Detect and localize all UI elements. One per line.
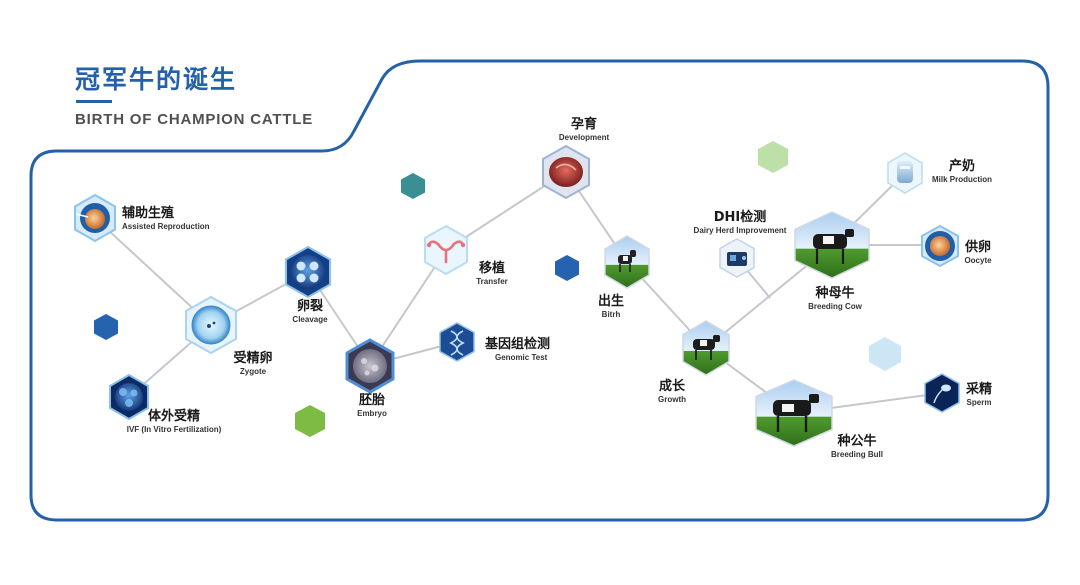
oocyte-icon: [925, 231, 955, 261]
label-en: Genomic Test: [495, 352, 548, 362]
node-oocyte[interactable]: [921, 224, 959, 268]
label-cn: 出生: [597, 294, 625, 309]
decor-hexagon: [758, 141, 788, 173]
label-en: Cleavage: [292, 314, 328, 324]
label-en: Oocyte: [964, 255, 992, 265]
label-cn: 辅助生殖: [122, 206, 175, 221]
label-oocyte: 供卵 Oocyte: [964, 240, 992, 265]
label-cn: 种母牛: [815, 286, 855, 301]
label-en: Milk Production: [932, 174, 992, 184]
label-en: Sperm: [966, 397, 992, 407]
label-development: 孕育 Development: [558, 117, 610, 142]
label-cn: 体外受精: [147, 409, 200, 424]
sperm-icon: [933, 384, 951, 404]
label-zygote: 受精卵 Zygote: [233, 351, 273, 376]
dna-icon: [449, 330, 465, 356]
label-en: Breeding Bull: [830, 449, 884, 459]
uterus-icon: [426, 240, 466, 264]
decor-hexagon: [94, 314, 118, 340]
milk-tank-icon: [897, 161, 913, 183]
label-en: Bitrh: [601, 309, 621, 319]
label-cn: 孕育: [570, 117, 598, 132]
label-assisted-reproduction: 辅助生殖 Assisted Reproduction: [122, 206, 210, 231]
node-breeding-cow[interactable]: [794, 211, 870, 279]
node-cleavage[interactable]: [285, 245, 331, 299]
label-dhi: DHI检测 Dairy Herd Improvement: [693, 210, 787, 235]
content-frame: [29, 59, 1050, 522]
label-birth: 出生 Bitrh: [597, 294, 625, 319]
label-breeding-bull: 种公牛 Breeding Bull: [830, 434, 884, 459]
node-growth[interactable]: [682, 320, 730, 376]
label-embryo: 胚胎 Embryo: [357, 393, 387, 418]
label-en: IVF (In Vitro Fertilization): [126, 424, 222, 434]
node-hex-frame: [924, 373, 960, 413]
node-ivf[interactable]: [109, 373, 149, 421]
label-cn: 移植: [478, 261, 506, 276]
label-en: Transfer: [476, 276, 508, 286]
label-en: Dairy Herd Improvement: [693, 225, 787, 235]
decor-hexagon: [295, 405, 325, 437]
node-zygote[interactable]: [185, 295, 237, 355]
label-cn: 采精: [965, 382, 993, 397]
title-underline: [76, 100, 112, 103]
label-genomic-test: 基因组检测 Genomic Test: [485, 337, 551, 362]
calf-icon: [618, 250, 636, 272]
label-cn: 种公牛: [837, 434, 877, 449]
label-sperm: 采精 Sperm: [965, 382, 993, 407]
page-title: 冠军牛的诞生: [75, 65, 238, 94]
cleavage-cells-icon: [291, 255, 325, 289]
placenta-icon: [549, 157, 583, 187]
node-dhi[interactable]: [719, 238, 755, 278]
node-breeding-bull[interactable]: [755, 379, 833, 447]
page-subtitle: BIRTH OF CHAMPION CATTLE: [75, 111, 314, 128]
node-development[interactable]: [542, 144, 590, 200]
label-ivf: 体外受精 IVF (In Vitro Fertilization): [126, 409, 222, 434]
node-assisted-reproduction[interactable]: [74, 193, 116, 243]
label-cn: DHI检测: [713, 210, 767, 225]
decor-hexagon: [869, 337, 901, 371]
label-en: Assisted Reproduction: [122, 221, 210, 231]
label-cn: 受精卵: [233, 351, 273, 366]
label-en: Breeding Cow: [808, 301, 862, 311]
label-cn: 成长: [658, 379, 685, 394]
node-embryo[interactable]: [345, 338, 395, 394]
node-milk-production[interactable]: [887, 152, 923, 194]
label-en: Embryo: [357, 408, 387, 418]
node-sperm[interactable]: [924, 373, 960, 413]
node-birth[interactable]: [604, 235, 650, 289]
decor-hexagon: [555, 255, 579, 281]
ivf-cells-icon: [115, 383, 143, 411]
bull-icon: [773, 394, 819, 432]
label-cn: 供卵: [964, 240, 991, 255]
cow-icon: [813, 229, 854, 264]
heifer-icon: [693, 335, 720, 360]
label-cn: 产奶: [948, 159, 975, 174]
label-breeding-cow: 种母牛 Breeding Cow: [808, 286, 862, 311]
node-genomic-test[interactable]: [439, 322, 475, 362]
decor-hexagons: [94, 141, 901, 437]
zygote-cell-icon: [191, 305, 231, 345]
label-cn: 卵裂: [296, 299, 324, 314]
milking-machine-icon: [727, 252, 747, 266]
label-cleavage: 卵裂 Cleavage: [292, 299, 328, 324]
label-cn: 胚胎: [358, 393, 386, 408]
decor-hexagon: [401, 173, 425, 199]
ivf-needle-egg-icon: [75, 203, 110, 233]
label-transfer: 移植 Transfer: [476, 261, 508, 286]
label-growth: 成长 Growth: [658, 379, 686, 404]
embryo-icon: [353, 349, 387, 383]
label-en: Development: [558, 132, 610, 142]
node-hex-frame: [439, 322, 475, 362]
node-transfer[interactable]: [424, 224, 468, 276]
label-en: Zygote: [239, 366, 267, 376]
label-en: Growth: [658, 394, 686, 404]
label-milk-production: 产奶 Milk Production: [932, 159, 992, 184]
label-cn: 基因组检测: [485, 337, 551, 352]
